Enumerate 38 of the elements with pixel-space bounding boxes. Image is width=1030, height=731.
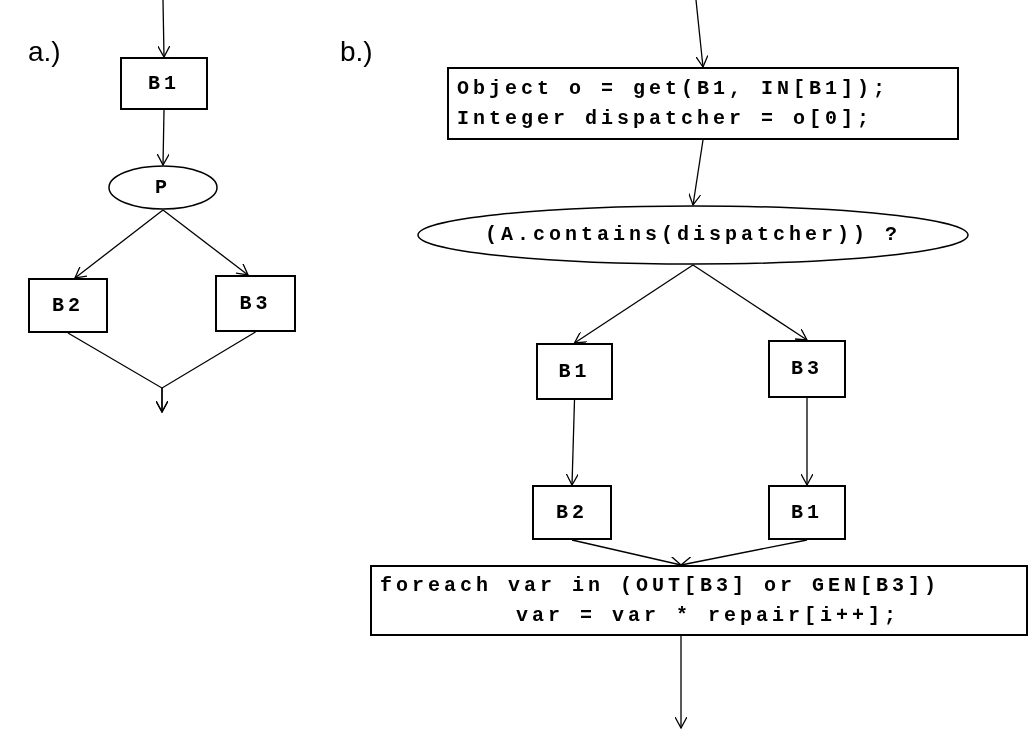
arrow — [74, 209, 164, 279]
arrow — [157, 0, 171, 58]
process-box — [370, 565, 1028, 636]
code-text: Object o = get(B1, IN[B1]); — [457, 75, 890, 102]
process-box — [120, 57, 208, 110]
decision-ellipse — [108, 165, 218, 210]
arrow — [800, 397, 814, 486]
block-label: B1 — [148, 70, 180, 97]
arrow — [688, 139, 704, 206]
block-label: B1 — [791, 499, 823, 526]
code-text: foreach var in (OUT[B3] or GEN[B3]) — [380, 572, 941, 599]
arrow — [565, 399, 579, 486]
panel-label: a.) — [28, 38, 61, 66]
arrow — [155, 331, 257, 413]
panel-label: b.) — [340, 38, 373, 66]
code-text: var = var * repair[i++]; — [516, 602, 901, 629]
code-text: (A.contains(dispatcher)) ? — [484, 222, 902, 248]
process-box — [768, 340, 846, 398]
code-text: Integer dispatcher = o[0]; — [457, 105, 874, 132]
arrow — [162, 209, 249, 276]
process-box — [28, 278, 108, 333]
block-label: B2 — [556, 499, 588, 526]
process-box — [536, 343, 613, 400]
arrow — [674, 635, 688, 729]
process-box — [768, 485, 846, 540]
code-text: P — [155, 174, 171, 201]
block-label: B3 — [791, 356, 823, 382]
arrow — [692, 264, 808, 341]
process-box — [215, 275, 296, 332]
arrow — [156, 109, 170, 166]
process-box — [447, 67, 959, 140]
arrow — [573, 264, 694, 344]
block-label: B3 — [239, 290, 272, 317]
arrow — [695, 0, 709, 68]
block-label: B1 — [558, 358, 591, 385]
block-label: B2 — [52, 292, 84, 319]
decision-ellipse — [417, 205, 969, 265]
process-box — [532, 485, 612, 540]
